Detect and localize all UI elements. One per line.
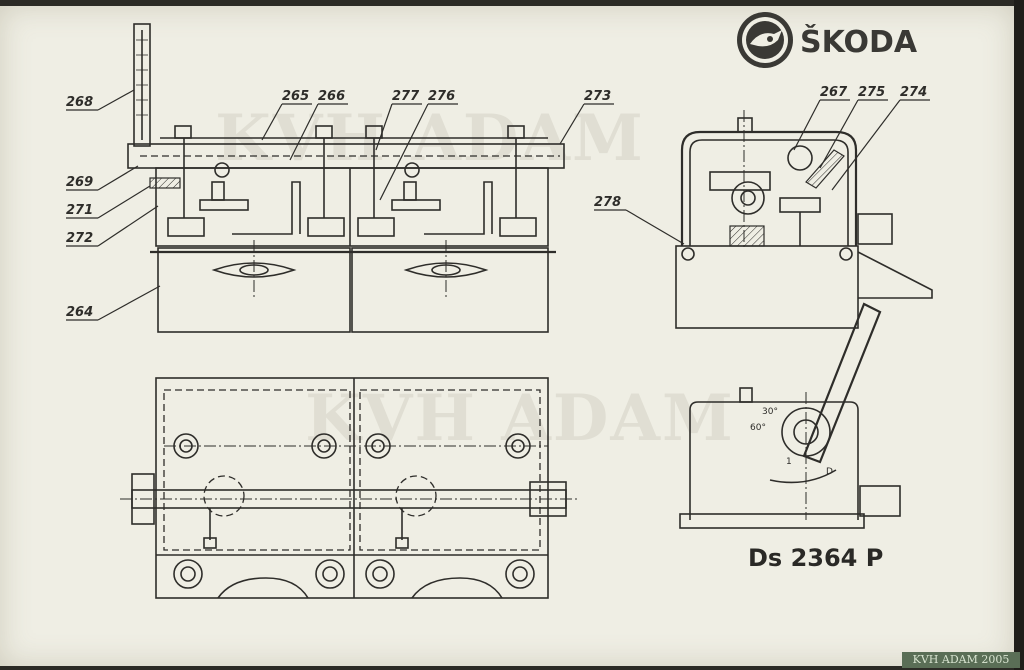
- angle-label-60: 60°: [750, 423, 766, 433]
- callout-269: 269: [66, 165, 139, 191]
- svg-text:272: 272: [66, 231, 93, 246]
- callout-272: 272: [66, 205, 159, 247]
- callout-273: 273: [559, 89, 614, 145]
- drawing-number: Ds 2364 P: [748, 544, 883, 572]
- svg-text:278: 278: [594, 195, 621, 210]
- angle-label-30: 30°: [762, 407, 778, 417]
- callout-274: 274: [831, 85, 930, 191]
- callout-275: 275: [819, 85, 888, 169]
- callout-277: 277: [375, 89, 422, 151]
- svg-text:267: 267: [820, 85, 848, 100]
- svg-text:273: 273: [584, 89, 611, 104]
- callout-268: 268: [66, 89, 135, 111]
- svg-text:277: 277: [392, 89, 420, 104]
- callout-278: 278: [594, 195, 685, 245]
- callout-265: 265: [261, 89, 312, 141]
- svg-text:276: 276: [428, 89, 455, 104]
- drawing-sheet: [0, 6, 1014, 666]
- svg-text:274: 274: [900, 85, 927, 100]
- svg-text:265: 265: [282, 89, 309, 104]
- skoda-logo-icon: [737, 12, 793, 68]
- front-elevation-view: [127, 23, 565, 333]
- svg-text:268: 268: [66, 95, 93, 110]
- callout-267: 267: [793, 85, 850, 151]
- callout-266: 266: [289, 89, 348, 161]
- svg-text:269: 269: [66, 175, 93, 190]
- brand-name: ŠKODA: [800, 23, 918, 60]
- watermark-middle: KVH ADAM: [305, 381, 735, 456]
- position-mark-d: D: [826, 467, 833, 477]
- position-mark-1: 1: [786, 457, 792, 467]
- svg-text:266: 266: [318, 89, 345, 104]
- svg-text:264: 264: [66, 305, 93, 320]
- callout-276: 276: [379, 89, 458, 201]
- callout-271: 271: [66, 185, 151, 219]
- callout-264: 264: [66, 285, 161, 321]
- svg-text:275: 275: [858, 85, 885, 100]
- plan-view: [120, 377, 580, 599]
- svg-text:271: 271: [66, 203, 93, 218]
- lever-side-view: 60° 30° 1 D: [679, 302, 901, 529]
- page-edge: [1014, 0, 1024, 670]
- credit-label: KVH ADAM 2005: [902, 652, 1020, 668]
- side-section-view: [675, 110, 933, 329]
